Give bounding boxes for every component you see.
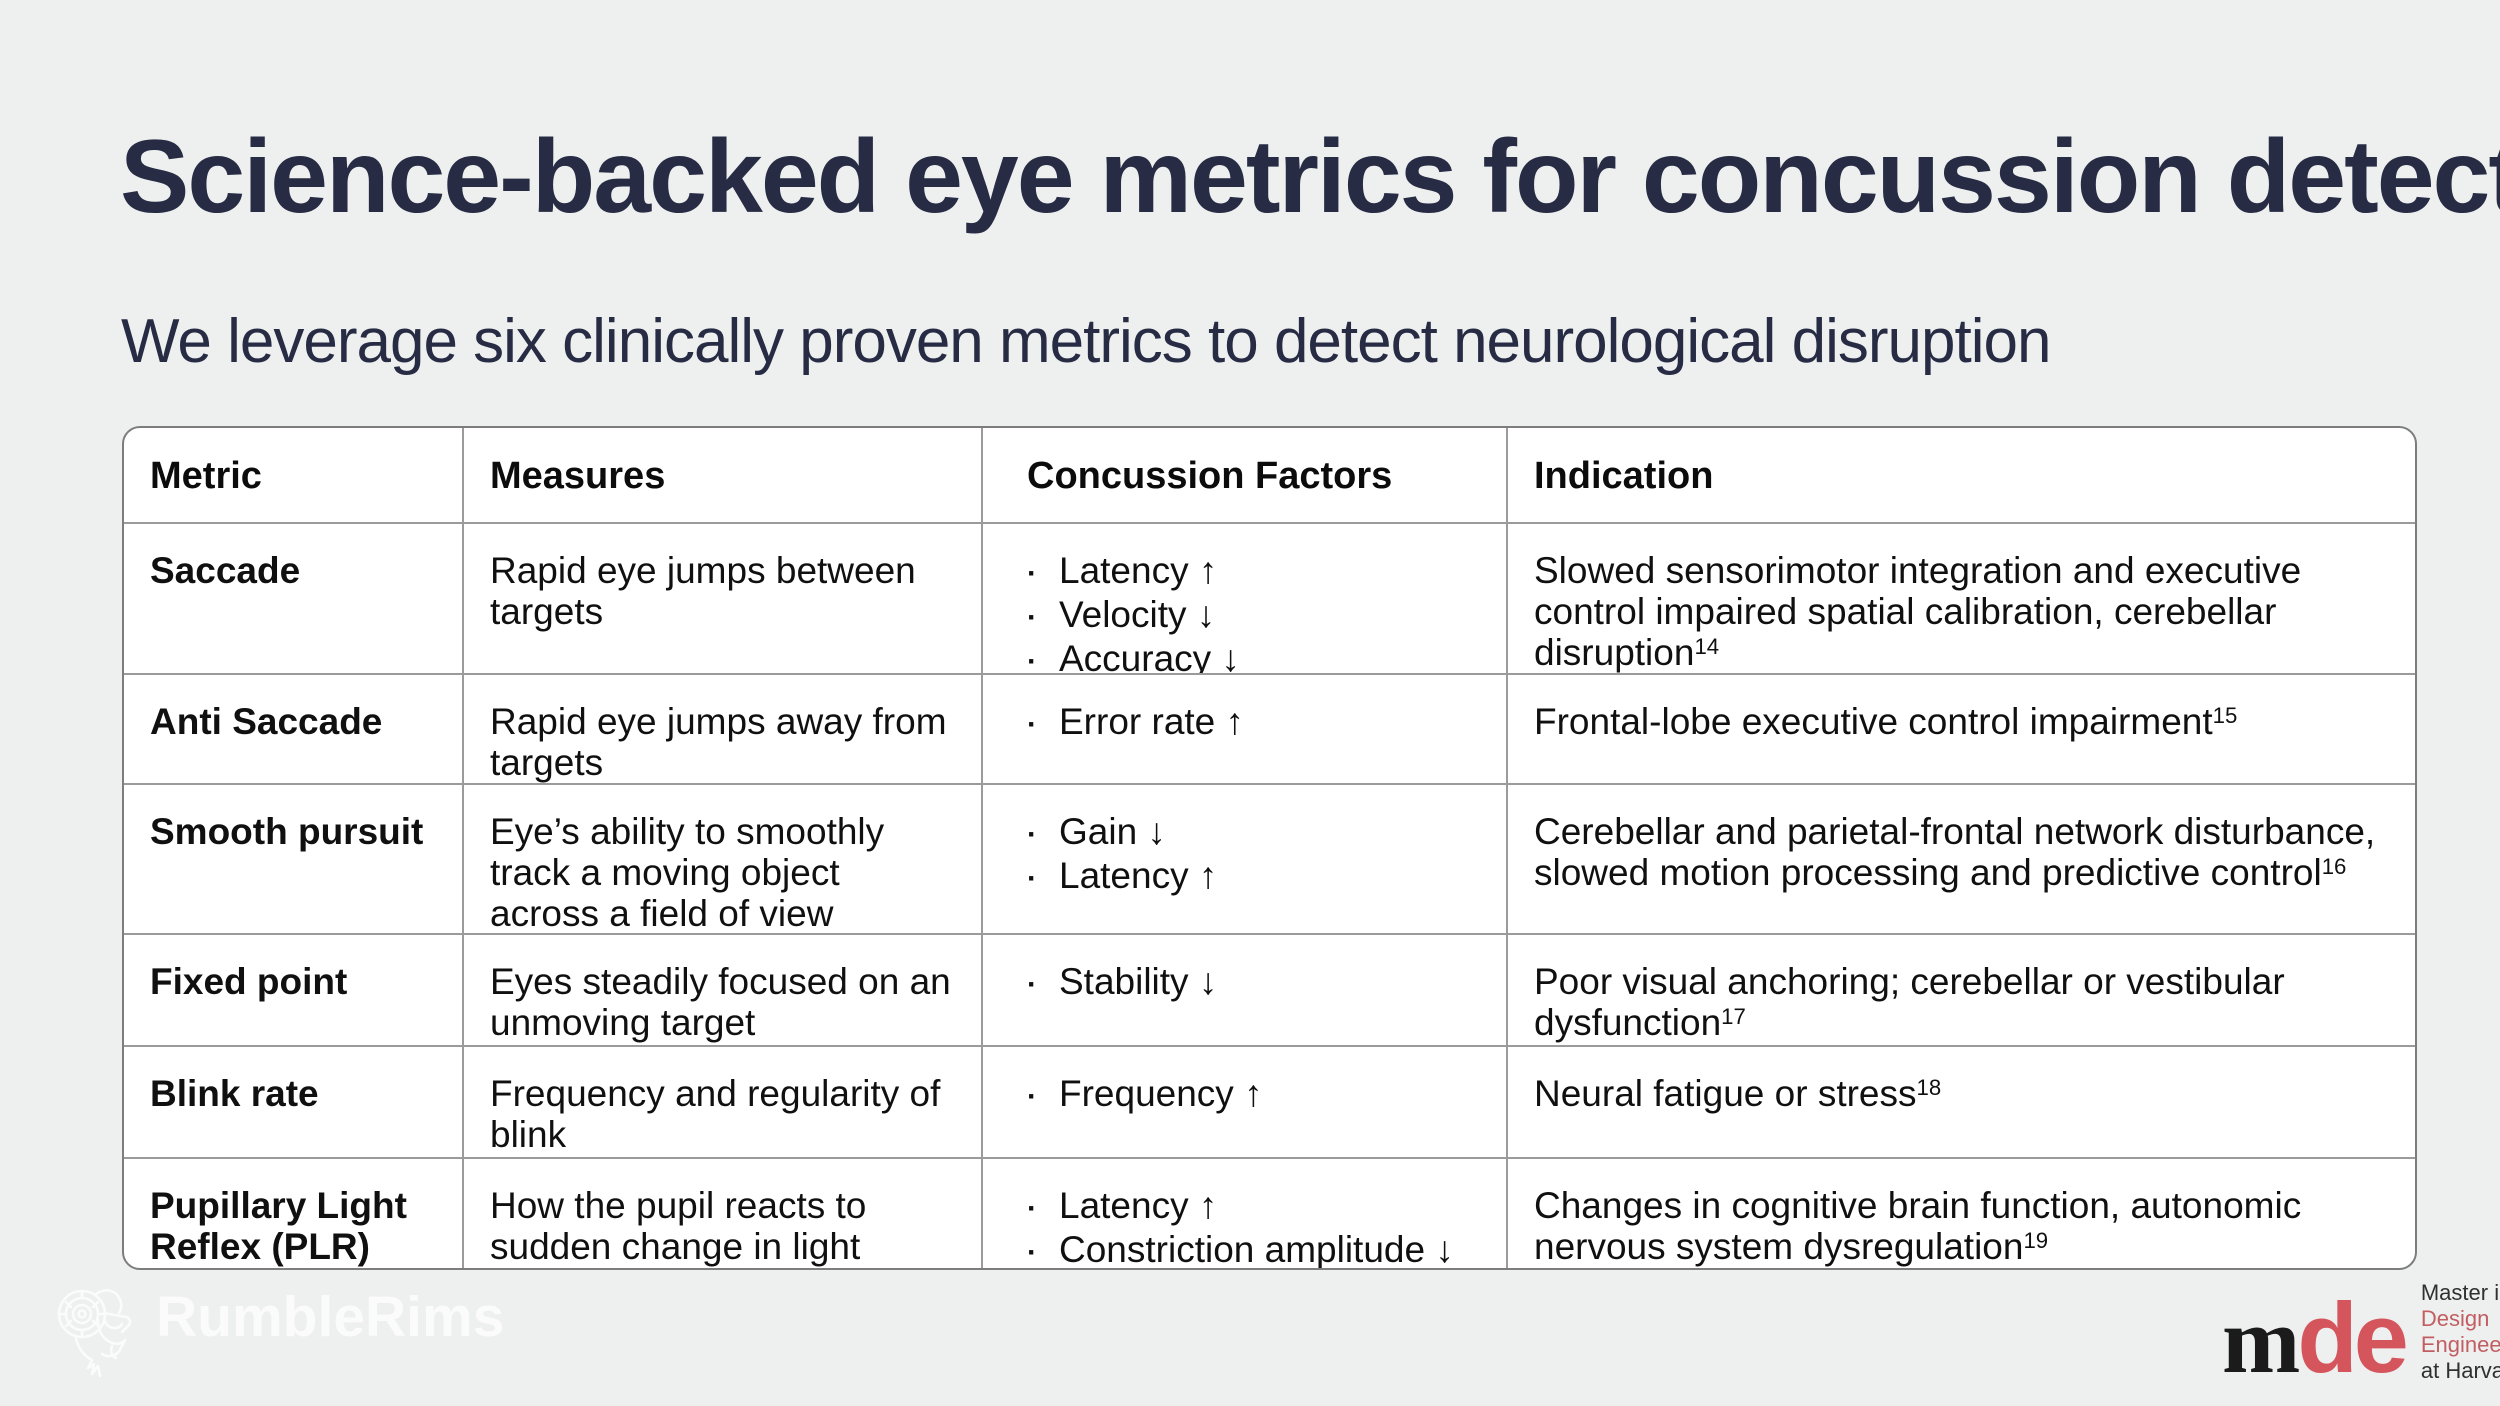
table-header-row: Metric Measures Concussion Factors Indic… xyxy=(124,428,2415,524)
indication-cell: Changes in cognitive brain function, aut… xyxy=(1508,1159,2415,1268)
bullet-icon: · xyxy=(1027,1236,1037,1269)
ram-logo-icon xyxy=(57,1289,132,1378)
factor-item: · Gain ↓ xyxy=(1027,811,1480,855)
bullet-icon: · xyxy=(1027,708,1037,741)
factor-text: Constriction amplitude ↓ xyxy=(1059,1229,1454,1270)
bullet-icon: · xyxy=(1027,601,1037,634)
factor-list: · Stability ↓ xyxy=(1027,961,1480,1005)
factor-item: · Latency ↑ xyxy=(1027,550,1480,594)
factors-cell: · Latency ↑ · Constriction amplitude ↓ xyxy=(983,1159,1508,1270)
bullet-icon: · xyxy=(1027,557,1037,590)
factor-text: Latency ↑ xyxy=(1059,550,1218,591)
brand-logo: RumbleRims xyxy=(52,1280,504,1380)
factor-list: · Latency ↑ · Constriction amplitude ↓ xyxy=(1027,1185,1480,1270)
factor-item: · Latency ↑ xyxy=(1027,855,1480,899)
indication-text: Cerebellar and parietal-frontal network … xyxy=(1534,811,2376,893)
factor-text: Stability ↓ xyxy=(1059,961,1218,1002)
factor-item: · Latency ↑ xyxy=(1027,1185,1480,1229)
citation-superscript: 15 xyxy=(2212,702,2238,728)
column-header-indication: Indication xyxy=(1534,455,1714,497)
bullet-icon: · xyxy=(1027,862,1037,895)
mde-letters-de: de xyxy=(2297,1282,2409,1393)
factor-list: · Error rate ↑ xyxy=(1027,701,1480,745)
metric-cell: Pupillary Light Reflex (PLR) xyxy=(124,1159,464,1268)
measures-cell: Eyes steadily focused on an unmoving tar… xyxy=(464,935,983,1045)
metric-cell: Saccade xyxy=(124,524,464,673)
factors-cell: · Latency ↑ · Velocity ↓ · Accuracy ↓ xyxy=(983,524,1508,673)
brand-name: RumbleRims xyxy=(156,1285,505,1349)
indication-text: Slowed sensorimotor integration and exec… xyxy=(1534,550,2302,673)
citation-superscript: 14 xyxy=(1694,633,1720,659)
metric-cell: Blink rate xyxy=(124,1047,464,1157)
column-header-metric: Metric xyxy=(124,428,464,522)
factor-text: Latency ↑ xyxy=(1059,1185,1218,1226)
mde-logo: mde Master inDesignEngineeringat Harvard xyxy=(2222,1278,2500,1388)
indication-cell: Poor visual anchoring; cerebellar or ves… xyxy=(1508,935,2415,1045)
mde-letter-m: m xyxy=(2222,1289,2300,1393)
indication-cell: Cerebellar and parietal-frontal network … xyxy=(1508,785,2415,933)
factor-text: Accuracy ↓ xyxy=(1059,638,1240,673)
column-header-concussion-factors: Concussion Factors xyxy=(983,428,1508,522)
citation-superscript: 16 xyxy=(2321,853,2347,879)
page-subtitle: We leverage six clinically proven metric… xyxy=(121,307,2051,376)
citation-superscript: 19 xyxy=(2023,1227,2049,1253)
indication-text: Changes in cognitive brain function, aut… xyxy=(1534,1185,2302,1267)
factor-item: · Constriction amplitude ↓ xyxy=(1027,1229,1480,1270)
factors-cell: · Gain ↓ · Latency ↑ xyxy=(983,785,1508,933)
factor-text: Error rate ↑ xyxy=(1059,701,1245,742)
factor-text: Frequency ↑ xyxy=(1059,1073,1263,1114)
metric-cell: Anti Saccade xyxy=(124,675,464,783)
factor-item: · Frequency ↑ xyxy=(1027,1073,1480,1117)
indication-cell: Neural fatigue or stress18 xyxy=(1508,1047,2415,1157)
factor-list: · Latency ↑ · Velocity ↓ · Accuracy ↓ xyxy=(1027,550,1480,673)
mde-tagline-line: at Harvard xyxy=(2420,1358,2500,1383)
mde-tagline: Master inDesignEngineeringat Harvard xyxy=(2421,1280,2500,1384)
mde-tagline-line: Design xyxy=(2420,1306,2490,1331)
measures-cell: Frequency and regularity of blink xyxy=(464,1047,983,1157)
bullet-icon: · xyxy=(1027,645,1037,673)
bullet-icon: · xyxy=(1027,1080,1037,1113)
citation-superscript: 17 xyxy=(1721,1003,1746,1029)
indication-text: Frontal-lobe executive control impairmen… xyxy=(1534,701,2213,742)
factors-cell: · Frequency ↑ xyxy=(983,1047,1508,1157)
mde-tagline-line: Engineering xyxy=(2420,1332,2500,1357)
factor-text: Latency ↑ xyxy=(1059,855,1218,896)
factor-item: · Stability ↓ xyxy=(1027,961,1480,1005)
factor-item: · Error rate ↑ xyxy=(1027,701,1480,745)
measures-cell: Eye’s ability to smoothly track a moving… xyxy=(464,785,983,933)
indication-cell: Frontal-lobe executive control impairmen… xyxy=(1508,675,2415,783)
factors-cell: · Stability ↓ xyxy=(983,935,1508,1045)
factor-list: · Frequency ↑ xyxy=(1027,1073,1480,1117)
factor-text: Velocity ↓ xyxy=(1059,594,1216,635)
factor-item: · Accuracy ↓ xyxy=(1027,638,1480,673)
measures-cell: How the pupil reacts to sudden change in… xyxy=(464,1159,983,1268)
page-title: Science-backed eye metrics for concussio… xyxy=(120,119,2500,235)
indication-cell: Slowed sensorimotor integration and exec… xyxy=(1508,524,2415,673)
indication-text: Neural fatigue or stress xyxy=(1534,1073,1917,1114)
column-header-measures: Measures xyxy=(464,428,983,522)
measures-cell: Rapid eye jumps between targets xyxy=(464,524,983,673)
factor-list: · Gain ↓ · Latency ↑ xyxy=(1027,811,1480,899)
factor-text: Gain ↓ xyxy=(1059,811,1166,852)
mde-tagline-line: Master in xyxy=(2420,1280,2500,1305)
metrics-table: Metric Measures Concussion Factors Indic… xyxy=(122,426,2417,1270)
metric-cell: Fixed point xyxy=(124,935,464,1045)
citation-superscript: 18 xyxy=(1916,1074,1942,1100)
bullet-icon: · xyxy=(1027,818,1037,851)
metric-cell: Smooth pursuit xyxy=(124,785,464,933)
indication-text: Poor visual anchoring; cerebellar or ves… xyxy=(1534,961,2285,1043)
table-row: Pupillary Light Reflex (PLR)How the pupi… xyxy=(124,1159,2415,1270)
bullet-icon: · xyxy=(1027,968,1037,1001)
factors-cell: · Error rate ↑ xyxy=(983,675,1508,783)
mde-wordmark: mde xyxy=(2222,1288,2409,1388)
factor-item: · Velocity ↓ xyxy=(1027,594,1480,638)
measures-cell: Rapid eye jumps away from targets xyxy=(464,675,983,783)
bullet-icon: · xyxy=(1027,1192,1037,1225)
